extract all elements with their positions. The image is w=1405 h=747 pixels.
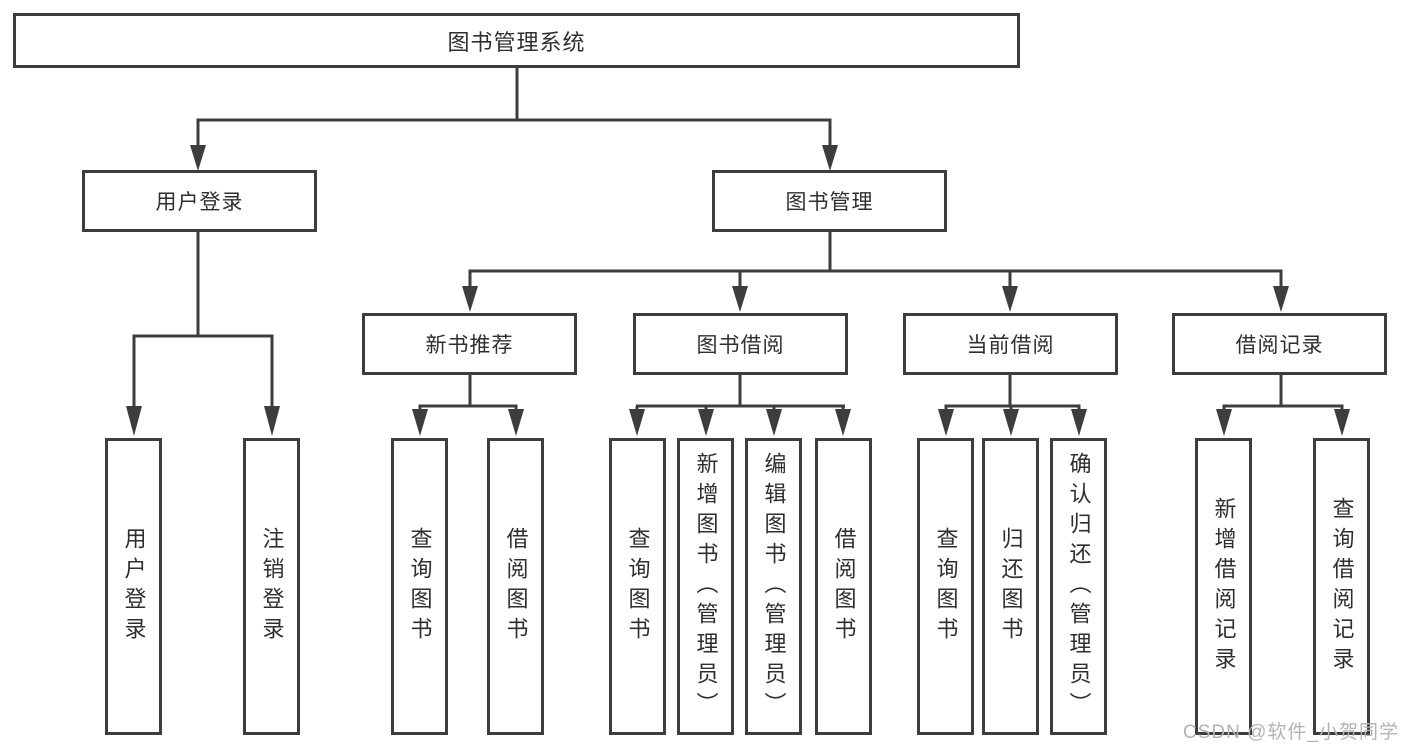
node-borrow-records: 借阅记录 (1172, 313, 1387, 375)
leaf-newbook-borrow-book: 借阅图书 (487, 438, 544, 735)
leaf-add-book-admin-label: 新增图书（管理员） (693, 451, 719, 722)
leaf-current-query-book: 查询图书 (917, 438, 974, 735)
leaf-borrow-query-book-label: 查询图书 (625, 526, 651, 647)
node-book-borrow: 图书借阅 (633, 313, 848, 375)
node-user-login: 用户登录 (82, 170, 317, 232)
node-book-management: 图书管理 (712, 170, 947, 232)
node-current-borrow-label: 当前借阅 (966, 334, 1055, 357)
leaf-edit-book-admin: 编辑图书（管理员） (745, 438, 802, 735)
leaf-add-borrow-record: 新增借阅记录 (1195, 438, 1252, 735)
node-book-management-label: 图书管理 (785, 191, 874, 214)
node-book-borrow-label: 图书借阅 (696, 334, 785, 357)
node-root-label: 图书管理系统 (447, 29, 586, 55)
leaf-query-borrow-record-label: 查询借阅记录 (1329, 496, 1355, 677)
node-user-login-label: 用户登录 (155, 191, 244, 214)
node-current-borrow: 当前借阅 (903, 313, 1118, 375)
leaf-user-login-label: 用户登录 (121, 526, 147, 647)
leaf-logout: 注销登录 (243, 438, 300, 735)
leaf-confirm-return-admin: 确认归还（管理员） (1050, 438, 1107, 735)
leaf-confirm-return-admin-label: 确认归还（管理员） (1066, 451, 1092, 722)
node-root: 图书管理系统 (13, 13, 1020, 68)
leaf-add-book-admin: 新增图书（管理员） (677, 438, 734, 735)
csdn-watermark: CSDN @软件_小贺同学 (1183, 722, 1399, 743)
leaf-newbook-borrow-book-label: 借阅图书 (503, 526, 529, 647)
leaf-return-book-label: 归还图书 (998, 526, 1024, 647)
leaf-edit-book-admin-label: 编辑图书（管理员） (761, 451, 787, 722)
leaf-borrow-book: 借阅图书 (815, 438, 872, 735)
leaf-borrow-book-label: 借阅图书 (831, 526, 857, 647)
leaf-newbook-query-book: 查询图书 (391, 438, 448, 735)
leaf-newbook-query-book-label: 查询图书 (407, 526, 433, 647)
leaf-query-borrow-record: 查询借阅记录 (1313, 438, 1370, 735)
leaf-logout-label: 注销登录 (259, 526, 285, 647)
leaf-return-book: 归还图书 (982, 438, 1039, 735)
leaf-borrow-query-book: 查询图书 (609, 438, 666, 735)
node-new-book-recommend: 新书推荐 (362, 313, 577, 375)
leaf-current-query-book-label: 查询图书 (933, 526, 959, 647)
leaf-add-borrow-record-label: 新增借阅记录 (1211, 496, 1237, 677)
leaf-user-login: 用户登录 (105, 438, 162, 735)
node-borrow-records-label: 借阅记录 (1235, 334, 1324, 357)
node-new-book-recommend-label: 新书推荐 (425, 334, 514, 357)
